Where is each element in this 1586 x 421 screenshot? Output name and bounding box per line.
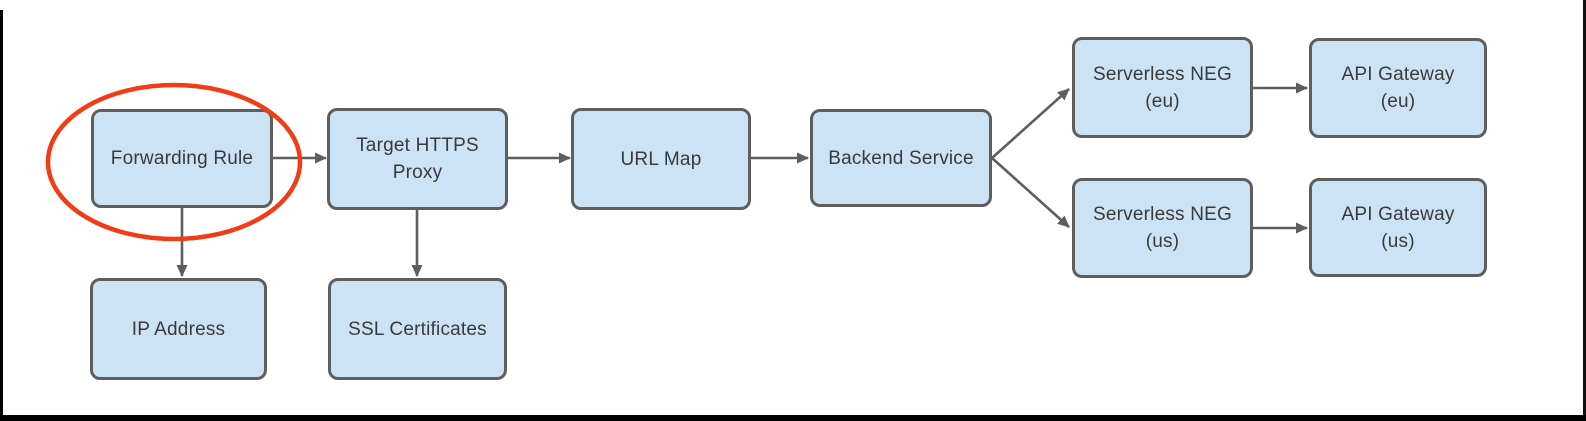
frame-left-edge [0, 10, 3, 421]
node-label-line: API Gateway [1341, 203, 1455, 225]
node-label-line: Backend Service [828, 147, 974, 169]
node-label-line: Forwarding Rule [110, 148, 254, 169]
node-api-gateway-eu: API Gateway (eu) [1309, 38, 1487, 138]
node-label-line: (us) [1381, 230, 1415, 252]
node-label-line: (eu) [1145, 90, 1180, 112]
edge-backend-to-neg-eu [991, 88, 1070, 159]
node-label-line: URL Map [620, 148, 702, 170]
node-url-map: URL Map [571, 108, 751, 210]
node-ip-address: IP Address [90, 278, 267, 380]
node-serverless-neg-us: Serverless NEG (us) [1072, 178, 1253, 278]
node-label-line: (eu) [1380, 91, 1416, 112]
node-backend-service: Backend Service [810, 109, 992, 207]
node-target-https-proxy: Target HTTPS Proxy [327, 108, 508, 210]
node-label-line: (us) [1145, 231, 1180, 252]
node-label-line: SSL Certificates [348, 318, 487, 340]
node-label-line: Proxy [392, 162, 443, 183]
node-serverless-neg-eu: Serverless NEG (eu) [1072, 37, 1253, 138]
node-label-line: IP Address [131, 318, 226, 340]
node-api-gateway-us: API Gateway (us) [1309, 178, 1487, 277]
node-ssl-certificates: SSL Certificates [328, 278, 507, 380]
node-label-line: Serverless NEG [1092, 204, 1232, 225]
node-forwarding-rule: Forwarding Rule [91, 109, 273, 208]
edge-backend-to-neg-us [991, 157, 1070, 228]
node-label-line: API Gateway [1341, 64, 1455, 85]
frame-right-edge [1583, 0, 1586, 421]
frame-bottom-bar [0, 415, 1586, 421]
node-label-line: Serverless NEG [1092, 63, 1232, 85]
node-label-line: Target HTTPS [356, 135, 479, 156]
